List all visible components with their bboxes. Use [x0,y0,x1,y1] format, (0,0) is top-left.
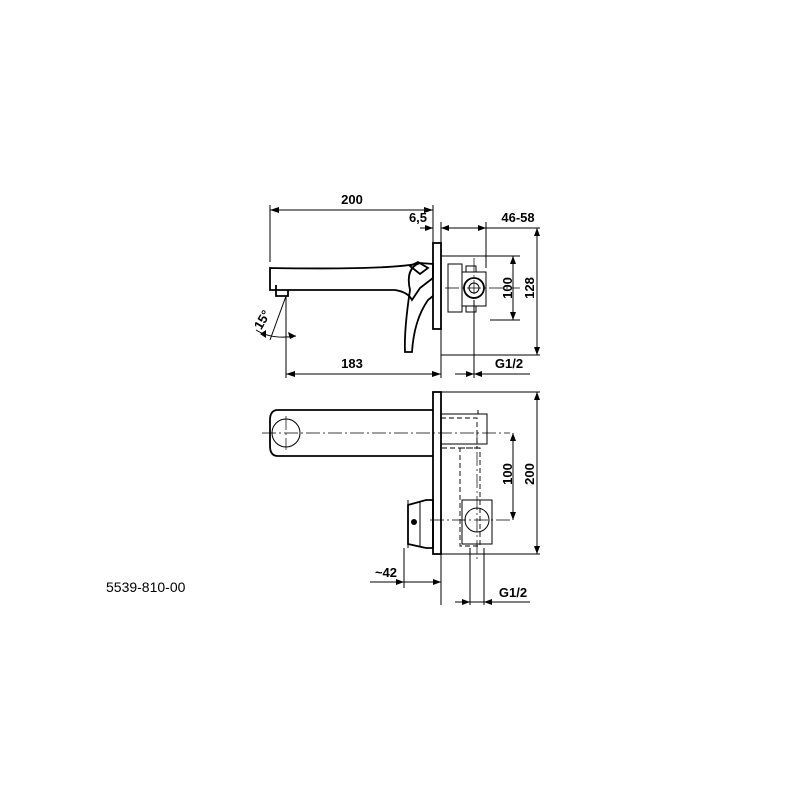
front-body-top [440,413,488,445]
dim-total-height: 128 [522,277,537,299]
dim-plate-thickness: 6,5 [409,210,427,225]
dim-projection: 183 [341,356,363,371]
dim-overall-length: 200 [341,192,363,207]
dim-front-height: 100 [500,463,515,485]
side-view: 200 6,5 46-58 100 128 183 G1/2 [251,192,540,378]
dim-depth-range: 46-58 [501,210,534,225]
dim-angle: 15° [251,307,274,332]
side-aerator [275,285,289,297]
side-body-tab-top [465,265,477,273]
dim-center-height: 100 [500,277,515,299]
side-spout [269,262,434,302]
side-lever-handle [403,262,434,353]
dim-front-total: 200 [522,463,537,485]
side-body-tab-bottom [465,305,477,313]
dim-thread-front: G1/2 [499,585,527,600]
side-lever-cap [408,260,430,276]
front-wall-plate [432,391,442,555]
side-wall-plate [432,242,442,330]
dim-handle: ~42 [375,565,397,580]
product-code: 5539-810-00 [106,579,186,595]
front-view: 100 200 ~42 G1/2 [262,391,540,605]
dim-thread-side: G1/2 [495,356,523,371]
front-handle-dot [411,519,417,525]
